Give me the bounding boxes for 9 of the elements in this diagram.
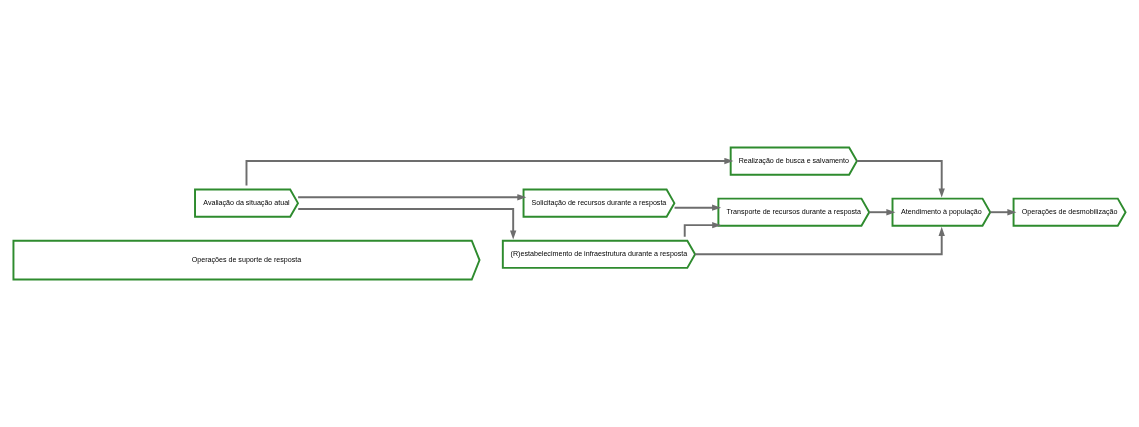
arrow — [694, 226, 945, 256]
arrow — [245, 157, 734, 187]
arrow — [868, 209, 896, 216]
arrow — [683, 221, 722, 238]
arrow — [989, 209, 1017, 216]
arrow — [673, 204, 722, 211]
arrow — [856, 160, 945, 198]
arrow — [297, 194, 527, 201]
arrow — [297, 208, 517, 240]
